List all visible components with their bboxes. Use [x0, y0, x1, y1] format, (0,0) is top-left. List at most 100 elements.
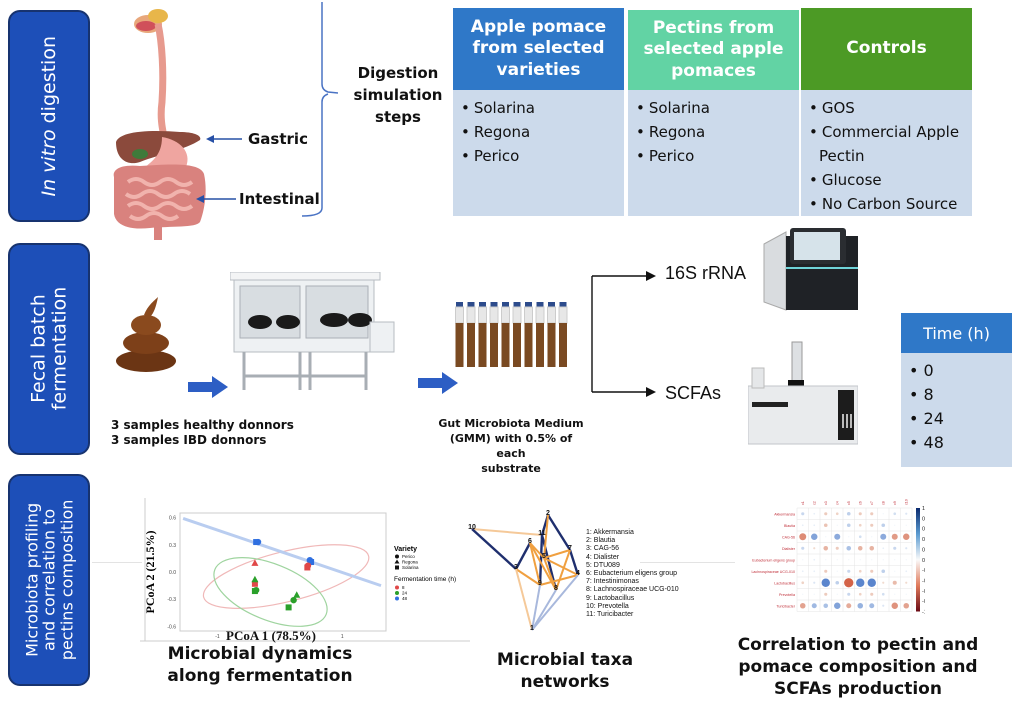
heatmap-col-label: c8 [881, 501, 885, 505]
heatmap-cell [823, 523, 828, 528]
network-legend-item: 3: CAG-56 [586, 545, 620, 553]
heatmap-cell [905, 581, 908, 584]
time-box-header: Time (h) [901, 313, 1012, 353]
network-node-label: 5 [542, 553, 546, 560]
network-legend-item: 11: Turicibacter [586, 611, 634, 619]
heatmap-row-label: Akkermansia [774, 512, 795, 516]
sequencer-icon [763, 228, 858, 311]
heatmap-cell [823, 545, 829, 551]
network-edge [543, 514, 549, 559]
micro-line3: pectins composition [56, 499, 76, 661]
medium-label: Gut Microbiota Medium (GMM) with 0.5% of… [436, 416, 586, 476]
legend-label: Regona [402, 560, 418, 565]
heatmap-cell [836, 570, 838, 572]
network-node-label: 9 [538, 580, 542, 587]
small-intestine-icon [124, 177, 194, 221]
network-edge [539, 574, 579, 586]
time-item: • 8 [909, 383, 1012, 407]
network-node-label: 10 [468, 524, 476, 531]
correlation-caption-line1: Correlation to pectin and [737, 635, 979, 655]
donors-line2: 3 samples IBD donnors [111, 433, 267, 447]
scfas-label: SCFAs [665, 383, 722, 403]
y-tick-label: 0.3 [169, 543, 176, 549]
heatmap-cell [870, 569, 874, 573]
medium-line3: substrate [481, 462, 541, 475]
network-edge [543, 549, 571, 559]
tube-cap [479, 302, 486, 307]
list-item: Perico [646, 144, 799, 168]
list-item: GOS [819, 96, 972, 120]
heatmap-cell [867, 578, 876, 587]
arrow-right-icon [188, 376, 228, 398]
heatmap-cell [836, 593, 838, 595]
card-header: Pectins from selected apple pomaces [628, 10, 799, 90]
colorbar-tick: 0.8 [922, 516, 925, 522]
digestion-steps-label: Digestion simulation steps [348, 62, 448, 128]
tube-culture [455, 323, 464, 367]
heatmap-cell [905, 570, 908, 573]
network-legend-item: 5: DTU089 [586, 561, 620, 569]
heatmap-cell [802, 593, 804, 595]
network-node-label: 11 [538, 530, 546, 537]
heatmap-cell [834, 533, 841, 540]
heatmap-cell [847, 592, 851, 596]
correlation-caption-line2: pomace composition and [738, 657, 978, 677]
network-legend-item: 6: Eubacterium eligens group [586, 570, 678, 578]
colorbar-tick: 0 [922, 558, 925, 564]
heatmap-cell [880, 533, 887, 540]
heatmap-cell [825, 536, 827, 538]
heatmap-cell [881, 523, 886, 528]
heatmap-row-label: Lachnospiraceae UCG-010 [751, 570, 795, 574]
heatmap-cell [844, 578, 854, 588]
heatmap-cell [858, 569, 862, 573]
plot-area [179, 512, 387, 632]
pcoa-caption: Microbial dynamics along fermentation [160, 643, 360, 687]
network-caption: Microbial taxa networks [490, 649, 640, 693]
heatmap-cell [802, 559, 804, 561]
heatmap-col-label: c10 [904, 499, 908, 505]
legend-symbol [395, 591, 399, 595]
list-item: Glucose [819, 168, 972, 192]
list-item: Regona [646, 120, 799, 144]
data-point [251, 559, 259, 566]
network-node-label: 3 [514, 564, 518, 571]
tube-headspace [558, 306, 568, 324]
network-legend-item: 1: Akkermansia [586, 529, 634, 536]
section-label-fecal-fermentation: Fecal batch fermentation [8, 243, 90, 455]
heatmap-cell [881, 592, 885, 596]
heatmap-row-label: Eubacterium eligens group [752, 558, 795, 562]
heatmap-col-label: c3 [824, 501, 828, 505]
tube-culture [547, 323, 556, 367]
data-point [285, 604, 292, 611]
heatmap-cell [858, 535, 862, 539]
legend-time-title: Fermentation time (h) [394, 576, 456, 583]
time-value: 8 [923, 385, 934, 404]
network-edge [543, 557, 579, 576]
heatmap-cell [848, 559, 850, 561]
gc-instrument-icon [748, 341, 858, 445]
branch-connector [591, 271, 656, 397]
heatmap-cell [891, 602, 898, 609]
tube-culture [536, 323, 544, 367]
network-node-label: 6 [528, 538, 532, 545]
list-item: Regona [471, 120, 624, 144]
card-list: Solarina Regona Perico [628, 96, 799, 168]
colorbar-tick: -0.8 [922, 599, 925, 605]
heatmap-row-label: Lactobacillus [774, 581, 795, 585]
legend-symbol [395, 554, 399, 559]
correlation-caption-line3: SCFAs production [774, 679, 942, 699]
card-pectins: Pectins from selected apple pomaces Sola… [628, 10, 799, 216]
heatmap-cell [835, 546, 839, 550]
time-item: • 24 [909, 407, 1012, 431]
heatmap-cell [824, 592, 828, 596]
curly-bracket [301, 2, 338, 217]
network-caption-line1: Microbial taxa [496, 650, 634, 670]
tube-cap [467, 302, 475, 307]
y-tick-label: 0.6 [169, 516, 176, 522]
card-controls: Controls GOS Commercial Apple Pectin Glu… [801, 8, 972, 216]
heatmap-cell [856, 578, 865, 587]
heatmap-cell [882, 581, 885, 584]
heatmap-cell [858, 523, 862, 527]
time-box: Time (h) • 0 • 8 • 24 • 48 [901, 313, 1012, 467]
network-node-label: 8 [554, 585, 558, 592]
